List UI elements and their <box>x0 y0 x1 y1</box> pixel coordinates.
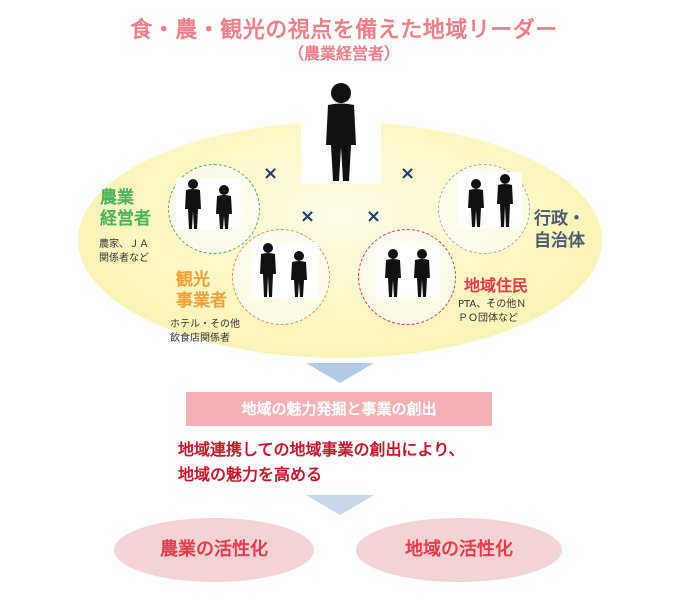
diagram-title: 食・農・観光の視点を備えた地域リーダー <box>130 18 558 43</box>
people-pair-icon <box>385 249 430 297</box>
outcome-region: 地域の活性化 <box>356 518 562 582</box>
farm-group-title: 農業 経営者 <box>100 188 151 230</box>
farm-sub-line2: 関係者など <box>99 253 149 264</box>
leader-figure <box>301 81 381 184</box>
farm-title-line1: 農業 <box>100 188 134 208</box>
tourism-title-line1: 観光 <box>176 270 210 290</box>
government-people <box>458 172 522 228</box>
residents-sub-line2: ＰＯ団体など <box>458 313 518 324</box>
key-message: 地域連携しての地域事業の創出により、 地域の魅力を高める <box>178 437 465 487</box>
message-line1: 地域連携しての地域事業の創出により、 <box>178 440 465 459</box>
creation-banner: 地域の魅力発掘と事業の創出 <box>186 392 492 426</box>
government-title-line2: 自治体 <box>534 231 585 251</box>
people-pair-icon <box>185 179 232 229</box>
outcome-agriculture: 農業の活性化 <box>114 518 314 582</box>
cross-icon: × <box>300 206 316 227</box>
residents-group-title: 地域住民 <box>464 276 529 295</box>
cross-icon: × <box>263 163 279 184</box>
diagram-subtitle: （農業経営者） <box>287 44 400 63</box>
cross-icon: × <box>366 206 382 227</box>
tourism-sub-line2: 飲食店関係者 <box>170 333 230 344</box>
people-pair-icon <box>468 174 513 227</box>
farm-group-description: 農家、ＪＡ 関係者など <box>99 238 149 266</box>
residents-group-description: PTA、その他Ｎ ＰＯ団体など <box>458 298 526 326</box>
government-title-line1: 行政・ <box>534 209 585 229</box>
down-arrow-icon <box>306 363 374 383</box>
farm-people <box>176 178 242 230</box>
residents-people <box>376 246 440 298</box>
cross-icon: × <box>400 163 416 184</box>
farm-title-line2: 経営者 <box>100 209 151 229</box>
person-icon <box>326 83 356 181</box>
tourism-group-title: 観光 事業者 <box>176 270 227 312</box>
down-arrow-icon <box>306 495 374 515</box>
message-line2: 地域の魅力を高める <box>178 465 323 484</box>
tourism-title-line2: 事業者 <box>176 291 227 311</box>
farm-sub-line1: 農家、ＪＡ <box>99 239 149 250</box>
residents-sub-line1: PTA、その他Ｎ <box>458 299 527 310</box>
people-pair-icon <box>260 243 307 297</box>
tourism-sub-line1: ホテル・その他 <box>170 319 240 330</box>
tourism-group-description: ホテル・その他 飲食店関係者 <box>170 318 240 346</box>
tourism-people <box>252 242 318 298</box>
government-group-title: 行政・ 自治体 <box>534 208 585 252</box>
